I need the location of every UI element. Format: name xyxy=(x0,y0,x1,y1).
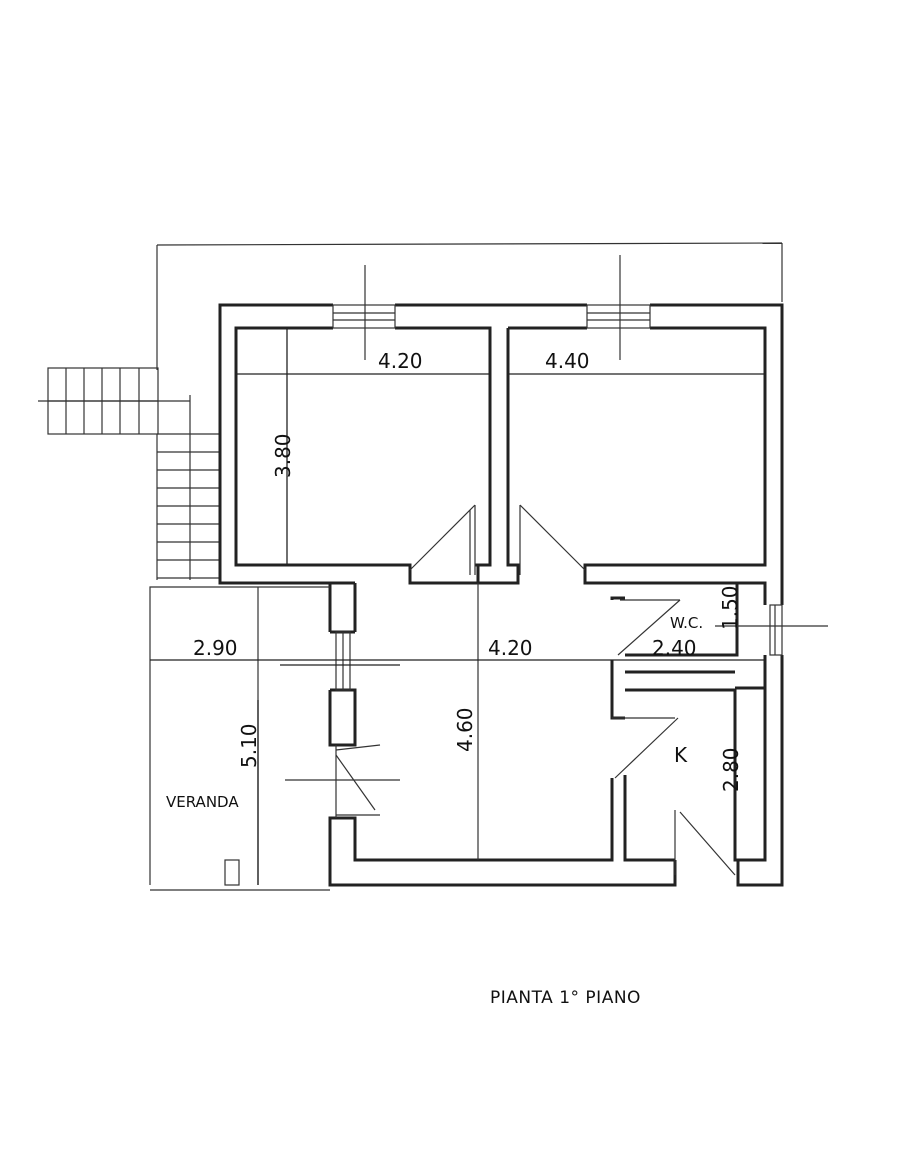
dim-wc-depth: 1.50 xyxy=(718,585,742,630)
room-label-veranda: VERANDA xyxy=(166,793,239,811)
dim-room2-width: 4.40 xyxy=(545,349,590,373)
dimension-lines xyxy=(150,328,765,885)
site-boundary xyxy=(156,242,783,370)
window-room1 xyxy=(332,265,396,360)
room-label-kitchen: K xyxy=(674,743,688,767)
wc-window xyxy=(715,604,828,656)
veranda-door xyxy=(285,744,400,818)
room-label-wc: W.C. xyxy=(670,614,703,632)
dim-veranda-width: 2.90 xyxy=(193,636,238,660)
window-room2 xyxy=(586,255,651,360)
dim-kitchen-depth: 2.80 xyxy=(719,747,743,792)
dim-living-depth: 4.60 xyxy=(453,707,477,752)
dim-room1-width: 4.20 xyxy=(378,349,423,373)
dim-veranda-depth: 5.10 xyxy=(237,723,261,768)
dim-living-width: 4.20 xyxy=(488,636,533,660)
door-room2 xyxy=(519,504,586,575)
plan-title: PIANTA 1° PIANO xyxy=(490,988,641,1008)
dim-room1-depth: 3.80 xyxy=(271,433,295,478)
wc-door xyxy=(617,599,681,656)
upper-block-walls xyxy=(218,303,784,632)
exterior-staircase xyxy=(38,367,220,580)
kitchen-door xyxy=(612,717,736,876)
interior-lines xyxy=(149,583,479,891)
dim-wc-width: 2.40 xyxy=(652,636,697,660)
lower-block-walls xyxy=(328,581,784,887)
door-room1 xyxy=(409,504,476,575)
